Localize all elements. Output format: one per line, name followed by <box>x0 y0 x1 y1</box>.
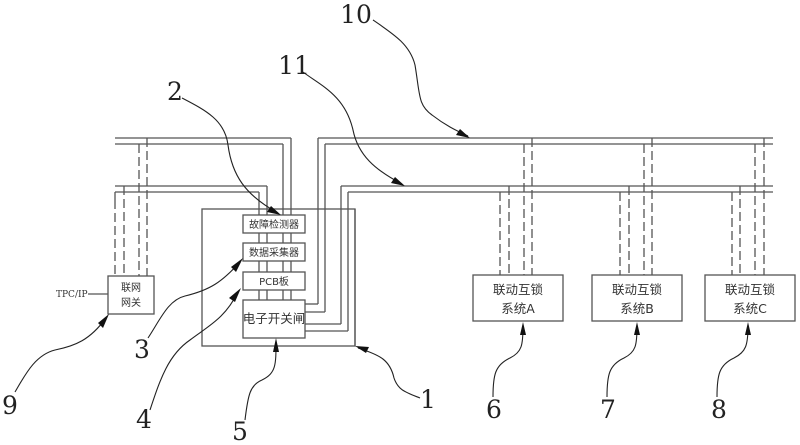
network-gateway-box: 联网 网关 <box>107 275 155 315</box>
data-collector-label: 数据采集器 <box>249 246 299 259</box>
interlock-a-label-line1: 联动互锁 <box>493 282 544 297</box>
arrowhead-7 <box>634 322 640 335</box>
gateway-label-line2: 网关 <box>121 296 141 309</box>
ref-num-1: 1 <box>420 385 436 414</box>
leader-4 <box>149 288 241 411</box>
data-collector-box: 数据采集器 <box>242 242 306 262</box>
arrowhead-2 <box>267 206 281 215</box>
leader-5 <box>244 338 279 421</box>
interlock-a-label-line2: 系统A <box>501 301 535 316</box>
ref-num-7: 7 <box>600 395 616 424</box>
interlock-c-drop-lines <box>731 138 765 275</box>
arrowhead-8 <box>745 322 751 335</box>
interlock-b-label-line2: 系统B <box>620 301 654 316</box>
ref-num-4: 4 <box>136 405 152 434</box>
ref-num-10: 10 <box>340 0 372 29</box>
interlock-system-b: 联动互锁 系统B <box>591 274 683 322</box>
lower-bus-left <box>114 185 268 215</box>
upper-bus-left <box>115 137 292 215</box>
arrowhead-1 <box>355 346 369 353</box>
fault-detector-box: 故障检测器 <box>242 214 306 234</box>
ref-num-5: 5 <box>232 417 248 445</box>
ref-num-6: 6 <box>486 395 502 424</box>
interlock-b-drop-lines <box>619 138 653 275</box>
leader-3 <box>147 258 243 339</box>
ref-num-9: 9 <box>2 391 18 420</box>
ref-num-2: 2 <box>167 77 183 106</box>
interlock-b-label-line1: 联动互锁 <box>612 282 663 297</box>
leader-9 <box>14 314 109 393</box>
electronic-switch-box: 电子开关闸 <box>242 299 306 339</box>
interlock-a-drop-lines <box>499 138 533 275</box>
gateway-drop-lines <box>114 138 148 283</box>
fault-detector-label: 故障检测器 <box>249 218 299 231</box>
interlock-system-a: 联动互锁 系统A <box>472 274 564 322</box>
arrowhead-5 <box>273 338 279 352</box>
arrowhead-3 <box>231 258 243 272</box>
leader-2 <box>181 97 281 215</box>
leader-1 <box>355 346 421 399</box>
leader-7 <box>606 322 640 398</box>
leader-6 <box>492 322 526 398</box>
gateway-label-line1: 联网 <box>121 282 141 294</box>
pcb-board-label: PCB板 <box>259 275 289 288</box>
ref-num-8: 8 <box>711 395 727 424</box>
arrowhead-11 <box>391 177 405 186</box>
electronic-switch-label: 电子开关闸 <box>243 311 306 326</box>
arrowhead-10 <box>456 129 470 138</box>
leader-10 <box>372 19 470 138</box>
upper-bus-right <box>305 137 773 313</box>
interlock-system-c: 联动互锁 系统C <box>704 274 796 322</box>
arrowhead-9 <box>98 314 109 328</box>
lower-bus-right <box>305 185 773 332</box>
tcp-ip-label: TPC/IP <box>56 290 88 300</box>
leader-8 <box>716 322 751 398</box>
pcb-board-box: PCB板 <box>242 271 306 291</box>
arrowhead-6 <box>520 322 526 335</box>
interlock-c-label-line1: 联动互锁 <box>725 282 776 297</box>
ref-num-3: 3 <box>134 335 150 364</box>
ref-num-11: 11 <box>278 51 310 80</box>
interlock-c-label-line2: 系统C <box>733 301 767 316</box>
arrowhead-4 <box>229 288 241 302</box>
leader-11 <box>302 71 405 186</box>
